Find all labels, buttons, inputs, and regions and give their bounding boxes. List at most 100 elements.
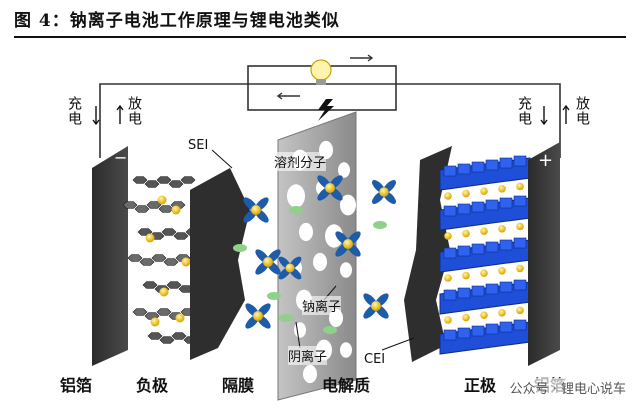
discharge-label-left: 放电: [126, 96, 142, 126]
label-cathode: 正极: [464, 376, 497, 395]
sei-label: SEI: [188, 138, 209, 153]
cei-layer: [404, 146, 452, 362]
graphite-hex: [134, 205, 150, 213]
anode-ion: [171, 205, 181, 215]
cathode-ion: [516, 222, 524, 231]
graphite-hex: [171, 332, 187, 340]
graphite-hex: [180, 176, 196, 184]
charge-label-right: 充电: [516, 96, 532, 126]
anion-particle: [323, 326, 337, 334]
anode-ion: [181, 257, 191, 267]
cathode-block: [513, 319, 527, 331]
cathode-block: [443, 329, 457, 341]
cathode-ion: [462, 189, 470, 198]
graphite-hex: [166, 281, 182, 289]
cathode-block: [457, 327, 471, 339]
sodium-ion: [325, 183, 335, 193]
sodium-ion: [251, 205, 261, 215]
graphite-hex: [151, 254, 167, 262]
right-direction-arrows: [540, 104, 570, 126]
sei-layer: [190, 168, 250, 360]
cathode-block: [499, 281, 513, 293]
cathode-ion: [444, 316, 452, 324]
watermark: 公众号 · 锂电心说车: [509, 378, 626, 397]
cathode-ion: [498, 225, 506, 233]
sodium-ion: [379, 187, 389, 197]
anion-particle: [267, 292, 281, 300]
anions: [233, 206, 387, 334]
anode-ion: [159, 287, 169, 297]
graphite-hex: [139, 258, 155, 266]
cathode-block: [485, 241, 499, 253]
cathode-ion: [498, 185, 506, 193]
figure-title: 图 4：钠离子电池工作原理与锂电池类似: [14, 11, 340, 31]
cathode-block: [499, 157, 513, 169]
anion-particle: [233, 244, 247, 252]
separator-pore: [340, 194, 356, 216]
graphite-hex: [146, 201, 162, 209]
graphite-hex: [132, 176, 148, 184]
cathode-ion: [516, 306, 524, 315]
cathode-ion: [462, 271, 470, 280]
cei-pointer: [381, 337, 415, 351]
solvated-sodium-ion: [255, 249, 281, 275]
cathode-ion: [462, 313, 470, 322]
cathode-ion: [516, 182, 524, 191]
solvated-sodium-ion: [278, 256, 302, 280]
anode-ion: [157, 195, 167, 205]
graphite-hex: [122, 201, 138, 209]
graphite-hex: [168, 180, 184, 188]
cathode-ion: [498, 309, 506, 317]
solvated-sodium-ion: [363, 293, 389, 319]
anion-particle: [289, 206, 303, 214]
minus-sign: −: [114, 148, 128, 167]
title-rule: [14, 36, 626, 38]
graphite-hex: [156, 176, 172, 184]
sodium-ion: [263, 257, 273, 267]
left-direction-arrows: [92, 104, 124, 126]
label-al-foil-left: 铝箔: [60, 376, 93, 395]
cathode-block: [485, 323, 499, 335]
separator-pore: [287, 184, 305, 208]
separator-pore: [299, 222, 313, 242]
solvent-label: 溶剂分子: [274, 152, 327, 171]
circuit-arrow-left-icon: [276, 92, 300, 100]
sei-pointer: [211, 149, 233, 169]
cathode-ion: [480, 227, 488, 235]
cathode-ion: [480, 311, 488, 320]
solvated-sodium-ion: [372, 180, 396, 204]
cathode-block: [513, 155, 527, 167]
solvated-sodium-ion: [243, 197, 269, 223]
right-aluminum-foil: [528, 142, 560, 366]
sodium-ion-label: 钠离子: [302, 296, 342, 315]
cathode-block: [471, 325, 485, 337]
graphite-hex: [163, 258, 179, 266]
solvated-ions: [243, 175, 396, 329]
label-anode: 负极: [136, 376, 169, 395]
graphite-hex: [158, 205, 174, 213]
graphite-hex: [127, 254, 143, 262]
graphite-hex: [142, 281, 158, 289]
solvated-sodium-ion: [335, 231, 361, 257]
cathode-block: [499, 239, 513, 251]
cathode-ion: [444, 232, 452, 240]
cathode-block: [443, 247, 457, 259]
discharge-label-right: 放电: [574, 96, 590, 126]
charge-label-left: 充电: [66, 96, 82, 126]
cathode-ion: [480, 187, 488, 195]
cathode-ion: [498, 267, 506, 275]
label-separator: 隔膜: [222, 376, 255, 395]
cathode-ion: [480, 269, 488, 278]
circuit-arrow-right-icon: [350, 54, 374, 62]
graphite-hex: [159, 336, 175, 344]
cathode-block: [443, 205, 457, 217]
separator-pore: [340, 342, 352, 358]
graphite-hex: [173, 232, 189, 240]
cathode-block: [471, 243, 485, 255]
cei-label: CEI: [364, 352, 386, 367]
anode-ion: [145, 233, 155, 243]
cathode-block: [457, 163, 471, 175]
cathode-layers: [439, 155, 531, 355]
separator-pore: [313, 252, 327, 272]
